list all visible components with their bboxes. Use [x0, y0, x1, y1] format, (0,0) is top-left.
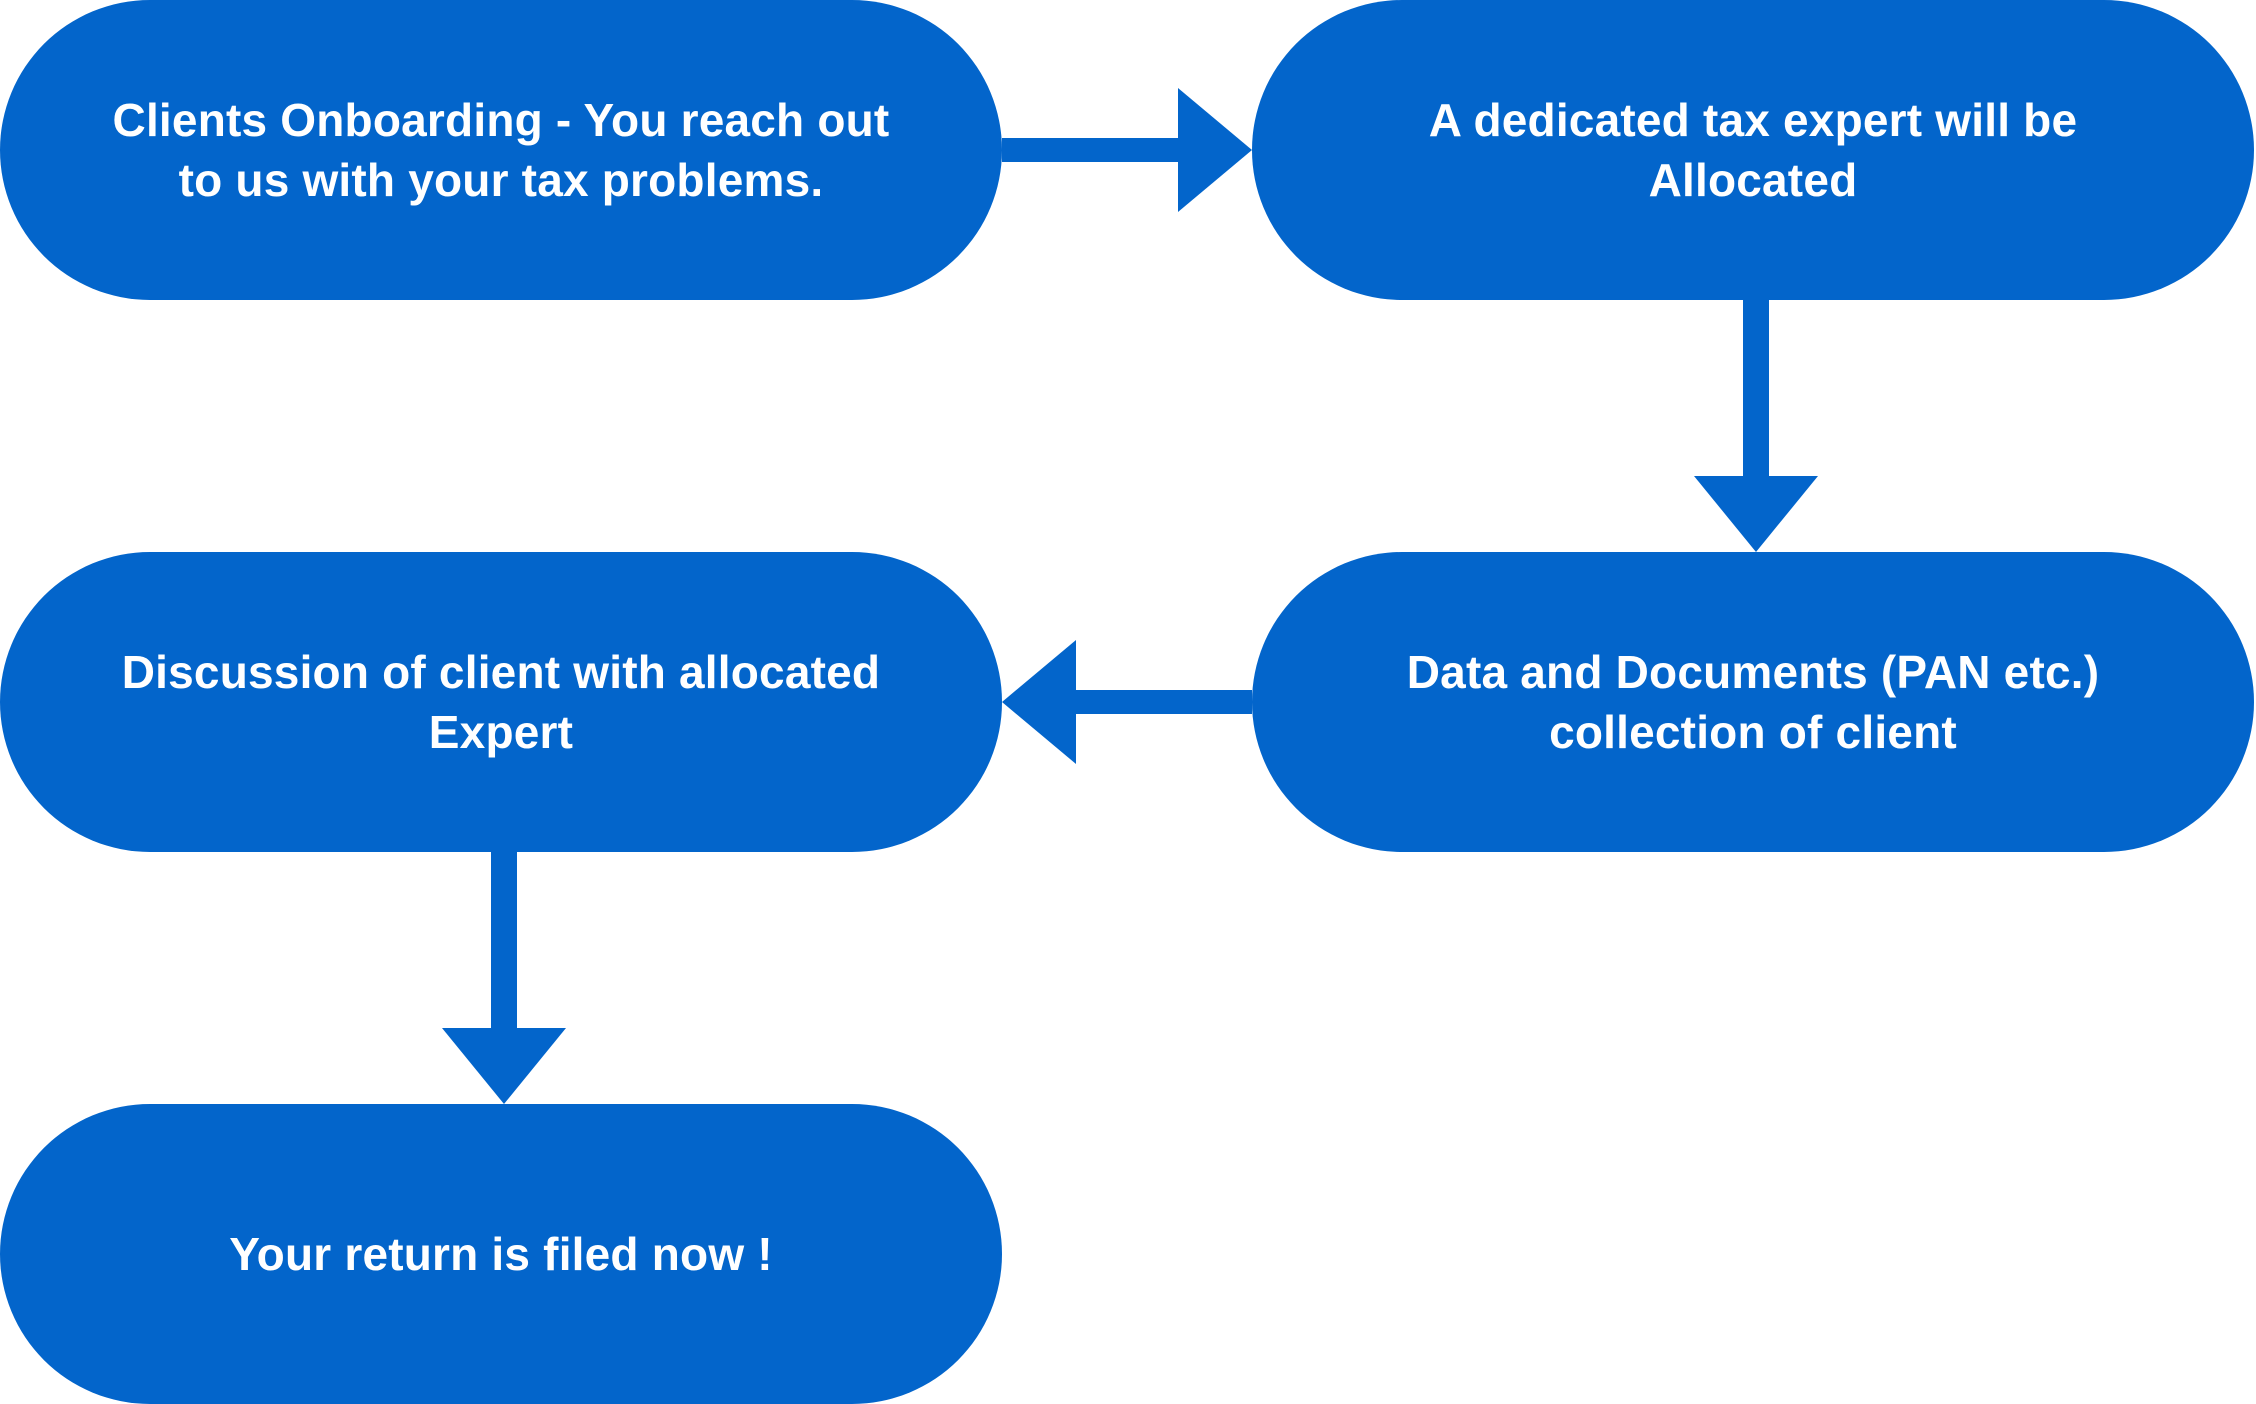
step-clients-onboarding: Clients Onboarding - You reach out to us…	[0, 0, 1002, 300]
arrow-right-icon	[1002, 88, 1252, 212]
step-expert-discussion: Discussion of client with allocated Expe…	[0, 552, 1002, 852]
step-label: Your return is filed now !	[229, 1228, 773, 1280]
step-label: Discussion of client with allocated Expe…	[121, 646, 881, 758]
step-label: Clients Onboarding - You reach out to us…	[112, 94, 890, 206]
step-document-collection: Data and Documents (PAN etc.) collection…	[1252, 552, 2254, 852]
step-label: A dedicated tax expert will be Allocated	[1428, 94, 2078, 206]
step-return-filed: Your return is filed now !	[0, 1104, 1002, 1404]
arrow-down-icon	[1694, 300, 1818, 552]
step-label: Data and Documents (PAN etc.) collection…	[1406, 646, 2100, 758]
arrow-left-icon	[1002, 640, 1252, 764]
step-expert-allocation: A dedicated tax expert will be Allocated	[1252, 0, 2254, 300]
arrow-down-icon	[442, 852, 566, 1104]
